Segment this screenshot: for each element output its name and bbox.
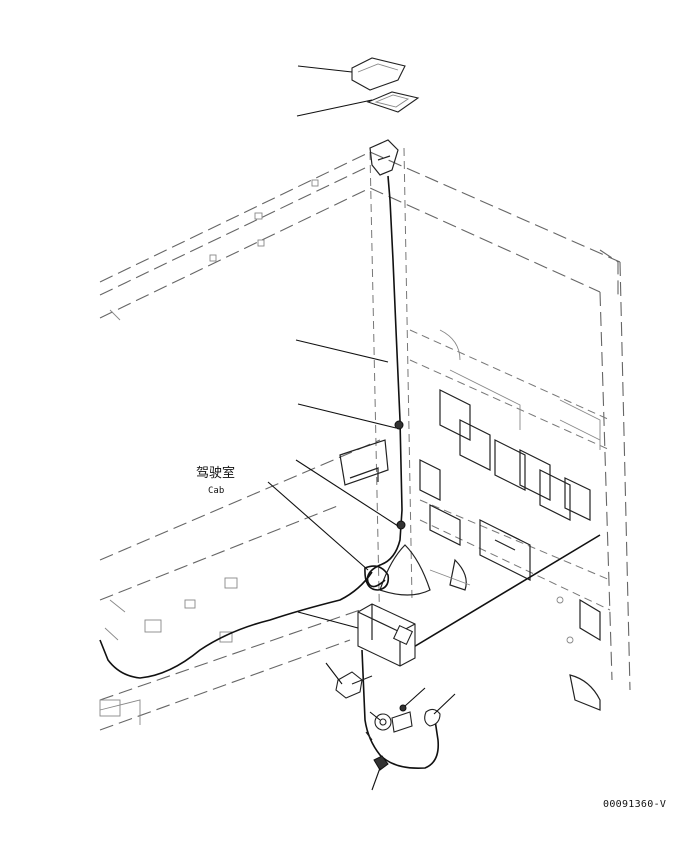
leader-cable [295, 339, 389, 363]
electrical-panel [419, 329, 601, 711]
leader-module [297, 611, 359, 629]
leader-clip-lower [295, 459, 399, 527]
antenna-cover-parts [351, 57, 420, 176]
cover-cap [351, 57, 406, 91]
leader-cover [297, 65, 353, 73]
cable-clip-upper [394, 420, 404, 430]
mount-base [369, 139, 399, 176]
cable-clip-lower [396, 520, 406, 530]
leader-washer [369, 711, 381, 721]
cab-label-chinese: 驾驶室 [196, 466, 236, 481]
leader-bolt [325, 662, 343, 685]
leader-gasket [296, 99, 373, 117]
bolt-head [335, 671, 363, 699]
gasket [366, 91, 420, 113]
cap-part [424, 708, 441, 727]
cable-coil [364, 565, 390, 591]
cab-frame-outline [99, 147, 631, 731]
leader-connector [371, 767, 381, 791]
antenna-module [357, 603, 416, 667]
leader-coil [267, 481, 369, 571]
leader-cap [433, 693, 456, 715]
leader-screw [404, 687, 426, 707]
screw [399, 704, 407, 712]
leader-clip-upper [297, 403, 397, 429]
leader-lines [267, 65, 456, 791]
frame-brackets [99, 179, 319, 717]
floor-brackets [99, 439, 471, 725]
cab-label-english: Cab [208, 486, 225, 496]
figure-id: 00091360-V [603, 799, 667, 810]
nut-fitting [391, 711, 413, 733]
hardware-parts [335, 671, 441, 771]
inline-connector [373, 755, 389, 771]
